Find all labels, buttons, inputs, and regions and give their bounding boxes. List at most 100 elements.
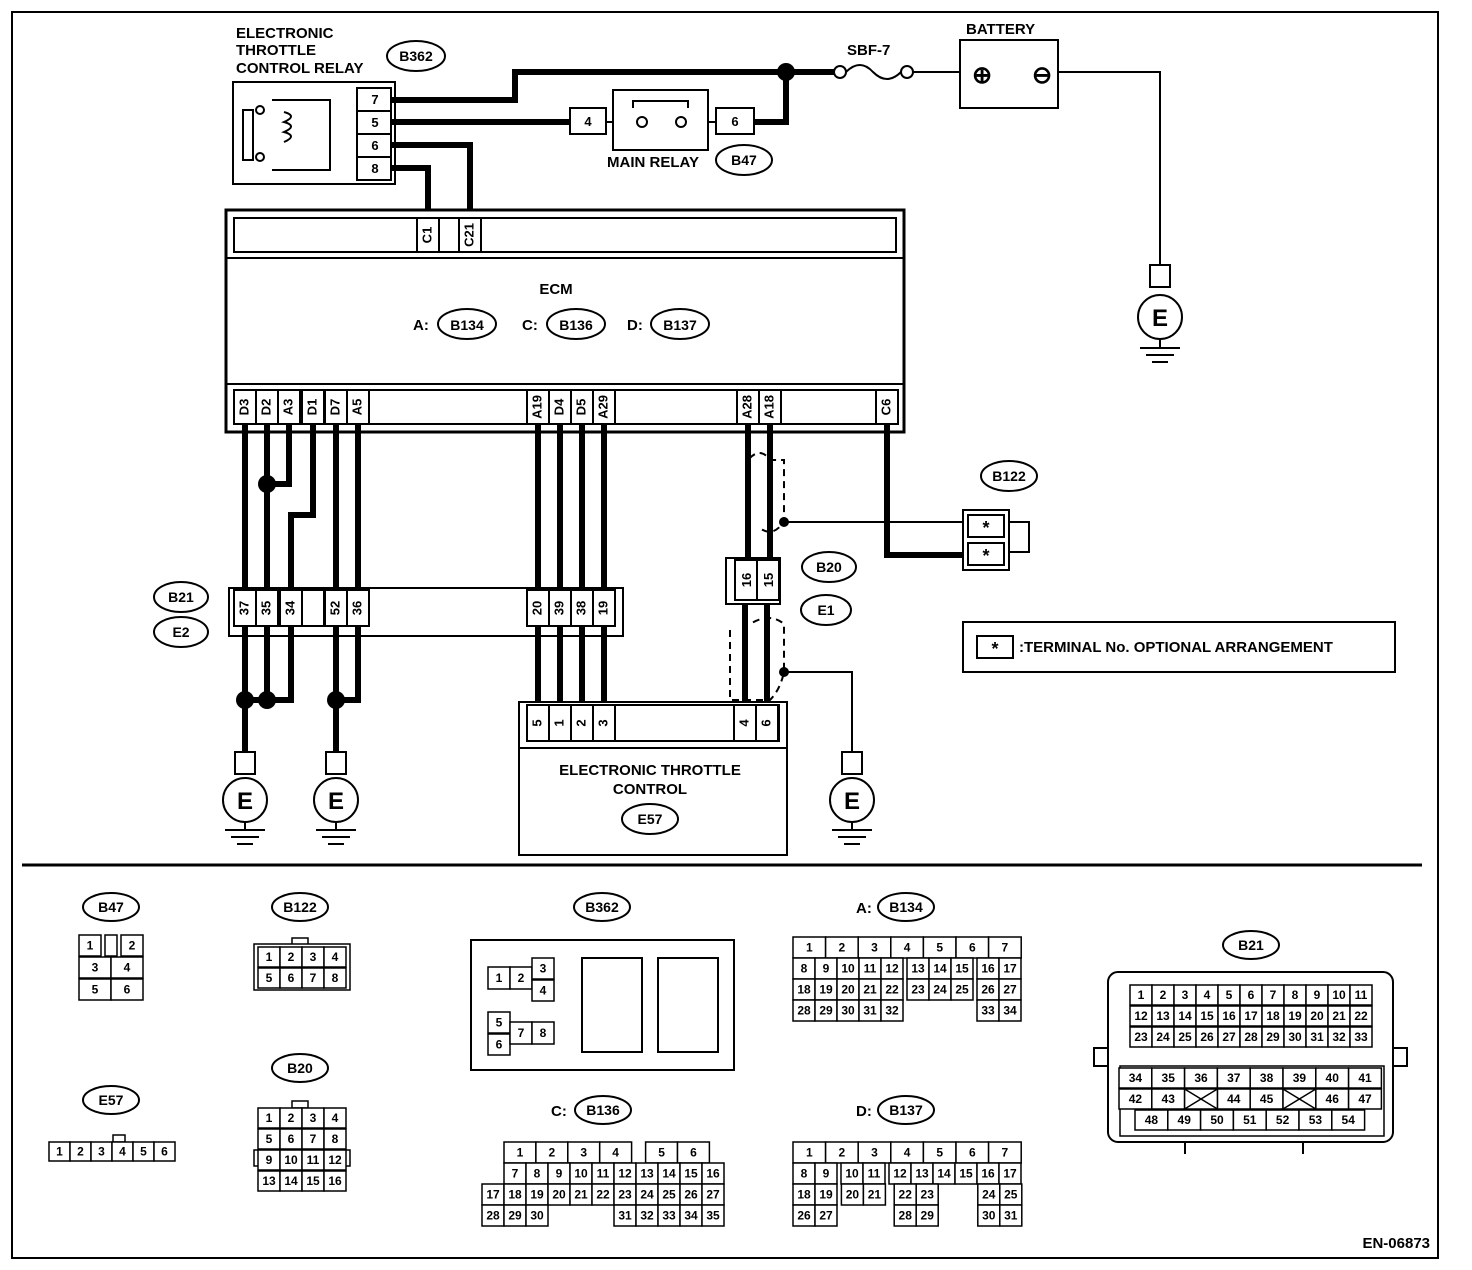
ecm-bottom-pin: A19 [529,395,544,419]
view-code-oval [1222,930,1280,960]
b20-code-oval [801,551,857,583]
b21-view-pin: 15 [1200,1009,1214,1023]
b20-view-pin: 16 [328,1174,342,1188]
wire-b21-36 [336,626,361,703]
b21-view-pin: 53 [1309,1113,1323,1127]
b136-pin: 23 [618,1188,632,1202]
b21-view-pin: 33 [1354,1030,1368,1044]
b136-pin: 34 [684,1209,698,1223]
relay-switch [242,109,254,161]
ground-label: E [328,788,344,815]
b21-view-pin-cell [1349,1005,1373,1027]
junction-dot [258,475,276,493]
e57-view-pin: 1 [56,1145,63,1159]
b137-pin: 18 [797,1188,811,1202]
b21-view-pin: 21 [1332,1009,1346,1023]
etc-pin-box [755,704,779,742]
e57-view-pin: 2 [77,1145,84,1159]
etc-pin-box [592,704,616,742]
b21-view-pin: 11 [1355,988,1368,1002]
b362-view-pin: 8 [540,1026,547,1040]
b137-pin: 11 [868,1167,881,1181]
ground-label: E [1152,305,1168,332]
b122-body [962,509,1010,571]
b137-pin: 12 [893,1167,907,1181]
main-relay-pin-right-label: 6 [731,114,738,129]
b134-pin: 26 [981,983,995,997]
main-relay: 4 6 MAIN RELAY B47 [569,89,773,176]
b134-pin: 28 [797,1004,811,1018]
view-code-oval [271,1053,329,1083]
b20-view-pin: 13 [262,1174,276,1188]
junction-dot [779,667,789,677]
b137-pin: 2 [839,1146,846,1160]
relay-title-line-1: ELECTRONIC [236,25,334,42]
b47-pin: 2 [129,939,136,953]
b136-pin: 26 [684,1188,698,1202]
b134-pin: 32 [885,1004,899,1018]
e57-view-pin: 3 [98,1145,105,1159]
b134-pin: 15 [955,962,969,976]
main-relay-code-oval [715,144,773,176]
b136-pin: 6 [690,1146,697,1160]
b21-view-pin: 40 [1326,1071,1340,1085]
b21-view-pin: 37 [1227,1071,1241,1085]
b21-pin: 37 [236,601,251,615]
b136-pin-cell [701,1204,725,1227]
e1-code-oval [800,594,852,626]
b134-pin-cell [880,999,904,1022]
b21-view-pin-cell [1347,1067,1383,1089]
b47-pin: 1 [87,939,94,953]
main-relay-body [612,89,709,151]
view-code-oval [573,892,631,922]
view-b21-latch-left [1093,1047,1109,1067]
relay-pin: 6 [371,138,378,153]
b136-pin: 19 [530,1188,544,1202]
e57-view-pin: 6 [161,1145,168,1159]
b134-pin: 19 [819,983,833,997]
ecm-conn-prefix: D: [627,317,643,334]
b21-view-pin-cell [1349,1026,1373,1048]
relay-coil [281,111,292,143]
fuse-terminal-left [833,65,847,79]
note-symbol: * [991,639,998,659]
b21-view-pin: 49 [1178,1113,1192,1127]
b136-pin: 12 [618,1167,632,1181]
b362-view-pin: 7 [518,1026,525,1040]
b134-pin: 34 [1003,1004,1017,1018]
b122-pin: * [982,518,989,538]
b21-view-pin: 30 [1288,1030,1302,1044]
b21-view-pin: 17 [1244,1009,1258,1023]
b47-key [104,934,118,957]
ground-battery: E [1137,264,1183,363]
ecm-conn-oval [650,308,710,340]
b136-pin: 11 [597,1167,610,1181]
b122-view-pin: 4 [332,950,339,964]
b134-pin: 25 [955,983,969,997]
b20-view-pin: 9 [266,1153,273,1167]
view-b362-code: B362 [585,899,619,915]
b136-pin: 32 [640,1209,654,1223]
b20-view-pin-cell [323,1149,347,1171]
b21-view-pin: 4 [1204,988,1211,1002]
b136-pin: 3 [580,1146,587,1160]
ecm-bottom-pin: D5 [573,399,588,416]
b20-view-pin: 4 [332,1111,339,1125]
etc-pin: 6 [758,719,773,726]
ecm-bottom-pin: D2 [258,399,273,416]
b136-pin: 5 [658,1146,665,1160]
view-code-oval [271,892,329,922]
b134-pin: 31 [863,1004,877,1018]
b20-view-pin: 2 [288,1111,295,1125]
ecm-conn-code: B134 [450,317,484,333]
b122-view-pin: 3 [310,950,317,964]
ecm-top-pin-box [416,217,440,253]
b137-pin: 7 [1002,1146,1009,1160]
b21-view-pin: 47 [1358,1092,1372,1106]
b20-view-pin: 15 [306,1174,320,1188]
b21-pin: 35 [258,601,273,615]
b136-pin: 7 [512,1167,519,1181]
